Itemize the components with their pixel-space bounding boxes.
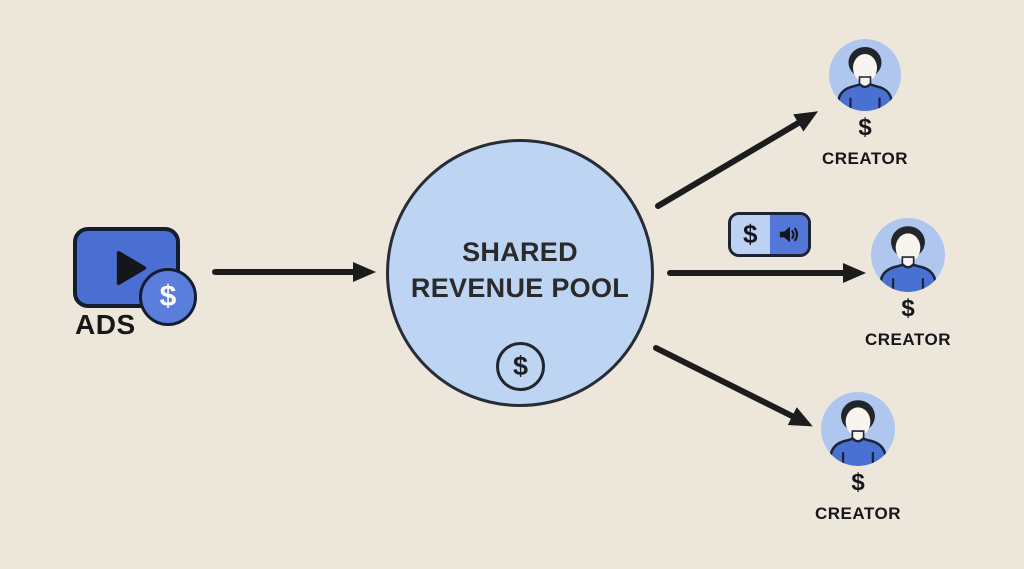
dollar-sign: $ [159, 280, 177, 313]
pool-title-line1: SHARED [462, 237, 578, 267]
play-icon [116, 250, 146, 285]
dollar-sign: $ [512, 351, 529, 381]
pool-title: SHARED REVENUE POOL [389, 235, 651, 306]
ads-dollar-coin: $ [139, 268, 197, 326]
arrow-pool-to-creator-1 [655, 111, 819, 209]
shared-revenue-pool-circle: SHARED REVENUE POOL $ [386, 139, 654, 407]
arrow-pool-to-creator-3 [653, 345, 813, 427]
creator-dollar-sign: $ [858, 114, 872, 141]
person-icon [829, 39, 901, 111]
creator-label: CREATOR [815, 504, 901, 523]
creator-dollar-sign: $ [901, 295, 915, 322]
ads-video-icon [73, 227, 180, 308]
creator-node-3: $ CREATOR [796, 392, 920, 524]
creator-node-2: $ CREATOR [846, 218, 970, 350]
ads-label: ADS [75, 309, 136, 340]
pool-dollar-coin: $ [496, 342, 545, 391]
creator-label: CREATOR [822, 149, 908, 168]
creator-label: CREATOR [865, 330, 951, 349]
payment-badge: $ [728, 212, 811, 257]
speaker-icon [769, 215, 808, 254]
badge-dollar: $ [731, 215, 770, 254]
person-icon [871, 218, 945, 292]
person-icon [821, 392, 895, 466]
creator-dollar-sign: $ [851, 469, 865, 496]
pool-title-line2: REVENUE POOL [410, 272, 630, 303]
creator-node-1: $ CREATOR [803, 39, 927, 169]
